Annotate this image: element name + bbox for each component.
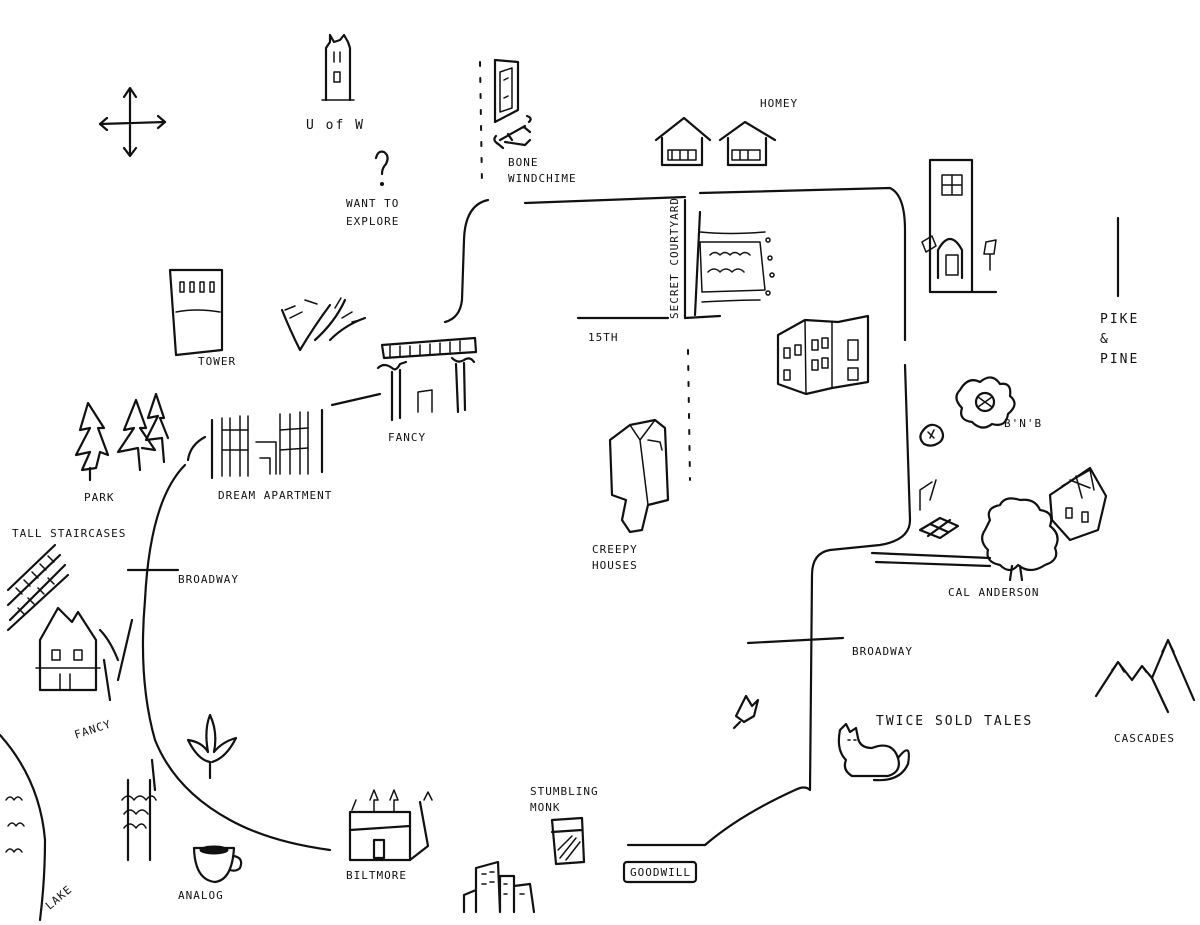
dashed-path-mid <box>687 349 691 481</box>
label-broadway-left: BROADWAY <box>178 573 239 586</box>
column-icon <box>376 336 478 422</box>
label-dream-apartment: DREAM APARTMENT <box>218 489 333 502</box>
road-broadway-right <box>746 636 845 645</box>
creepy-house-icon <box>608 418 670 534</box>
skyline-icon <box>462 860 536 914</box>
tree-icon-2 <box>121 778 157 862</box>
dashed-path-top <box>479 61 483 186</box>
road-right-side <box>703 363 912 847</box>
label-fancy-top: FANCY <box>388 431 427 444</box>
wave-icon <box>0 733 47 922</box>
label-twice-sold-tales: TWICE SOLD TALES <box>876 714 1034 729</box>
apartment-tower-icon <box>168 268 224 357</box>
glass-icon <box>550 816 586 866</box>
road-15th <box>576 314 722 320</box>
label-15th: 15TH <box>588 331 619 344</box>
leaf-icon <box>186 713 238 780</box>
building-icon-2 <box>776 314 870 396</box>
road-left-vertical <box>150 758 157 792</box>
road-left-stub <box>116 618 134 682</box>
flower-icon <box>955 376 1016 429</box>
courtyard-icon <box>683 198 775 320</box>
tree-icon <box>981 497 1059 582</box>
road-top <box>523 186 907 342</box>
label-creepy-houses: CREEPY HOUSES <box>592 543 638 572</box>
bone-icon <box>493 114 532 150</box>
gothic-house-icon <box>1048 466 1108 542</box>
coffee-cup-icon <box>192 845 243 884</box>
mountain-icon <box>1094 638 1196 714</box>
label-tower: TOWER <box>198 355 237 368</box>
pine-tree-icon <box>74 392 170 482</box>
maple-leaf-icon <box>732 694 760 730</box>
label-cal-anderson: CAL ANDERSON <box>948 586 1040 599</box>
goodwill-sign-frame <box>622 860 698 884</box>
window-icon <box>918 479 960 540</box>
label-want-to-explore: WANT TO EXPLORE <box>346 197 400 228</box>
label-homey: HOMEY <box>760 97 799 110</box>
label-park: PARK <box>84 491 115 504</box>
road-left-curve <box>141 435 332 852</box>
label-analog: ANALOG <box>178 889 224 902</box>
label-broadway-right: BROADWAY <box>852 645 913 658</box>
cat-icon <box>837 722 910 782</box>
house-icon-left <box>35 606 120 702</box>
compass-icon <box>98 86 167 158</box>
palm-icon <box>280 297 367 352</box>
road-cal-anderson <box>870 551 992 568</box>
tower-icon <box>321 33 355 102</box>
label-bnb: B'N'B <box>1004 417 1043 430</box>
label-u-of-w: U of W <box>306 118 365 133</box>
label-biltmore: BILTMORE <box>346 869 407 882</box>
house-icon <box>654 116 777 167</box>
label-stumbling-monk: STUMBLING MONK <box>530 785 599 814</box>
apartment-icon <box>210 408 324 480</box>
staircase-icon <box>6 543 70 632</box>
road-main-loop <box>443 198 490 324</box>
building-icon <box>493 58 520 124</box>
question-mark-icon <box>374 150 389 186</box>
doorway-icon <box>921 158 998 294</box>
castle-icon <box>348 789 433 862</box>
label-tall-staircases: TALL STAIRCASES <box>12 527 127 540</box>
small-flower-icon <box>919 423 945 447</box>
label-cascades: CASCADES <box>1114 732 1175 745</box>
label-secret-courtyard: SECRET COURTYARD <box>667 197 681 319</box>
road-to-fancy <box>330 392 382 407</box>
label-pike-pine: PIKE & PINE <box>1100 312 1140 367</box>
roads <box>116 186 1120 852</box>
label-goodwill: GOODWILL <box>630 866 691 879</box>
label-bone-windchime: BONE WINDCHIME <box>508 156 577 185</box>
